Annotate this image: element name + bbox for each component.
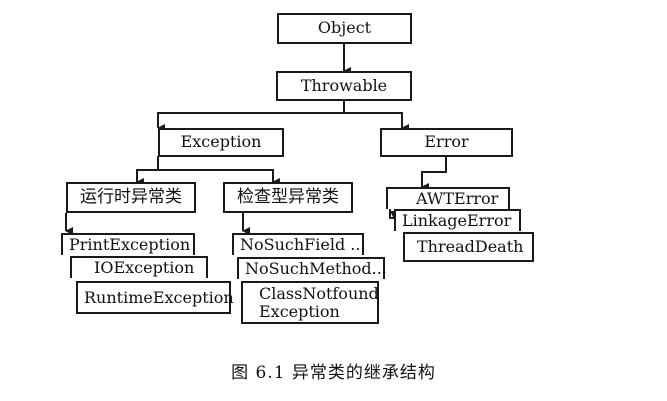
edge-exception-runtime xyxy=(136,156,159,186)
class-notfound-line1: ClassNotfound xyxy=(259,284,379,303)
edge-error-awt xyxy=(421,156,447,191)
io-exception-item: IOException xyxy=(70,256,208,278)
throwable-node: Throwable xyxy=(276,71,412,101)
error-node: Error xyxy=(380,128,513,157)
exception-node: Exception xyxy=(158,128,284,157)
object-node: Object xyxy=(277,13,412,44)
class-notfound-line2: Exception xyxy=(259,302,340,321)
runtime-exception-category: 运行时异常类 xyxy=(66,182,196,213)
thread-death-item: ThreadDeath xyxy=(403,232,534,262)
no-such-field-item: NoSuchField ... xyxy=(232,233,366,255)
edge-throwable-split xyxy=(157,100,345,132)
awt-error-item: AWTError xyxy=(386,187,510,209)
no-such-method-item: NoSuchMethod... xyxy=(237,257,387,279)
edge-throwable-error xyxy=(344,112,409,132)
linkage-error-item: LinkageError xyxy=(394,209,521,231)
edge-exception-checked xyxy=(158,169,280,186)
checked-exception-category: 检查型异常类 xyxy=(223,182,353,213)
class-notfound-item: ClassNotfound Exception xyxy=(241,281,379,324)
figure-caption: 图 6.1 异常类的继承结构 xyxy=(231,363,436,383)
runtime-exception-item: RuntimeException xyxy=(76,281,234,314)
print-exception-item: PrintException xyxy=(61,233,195,255)
